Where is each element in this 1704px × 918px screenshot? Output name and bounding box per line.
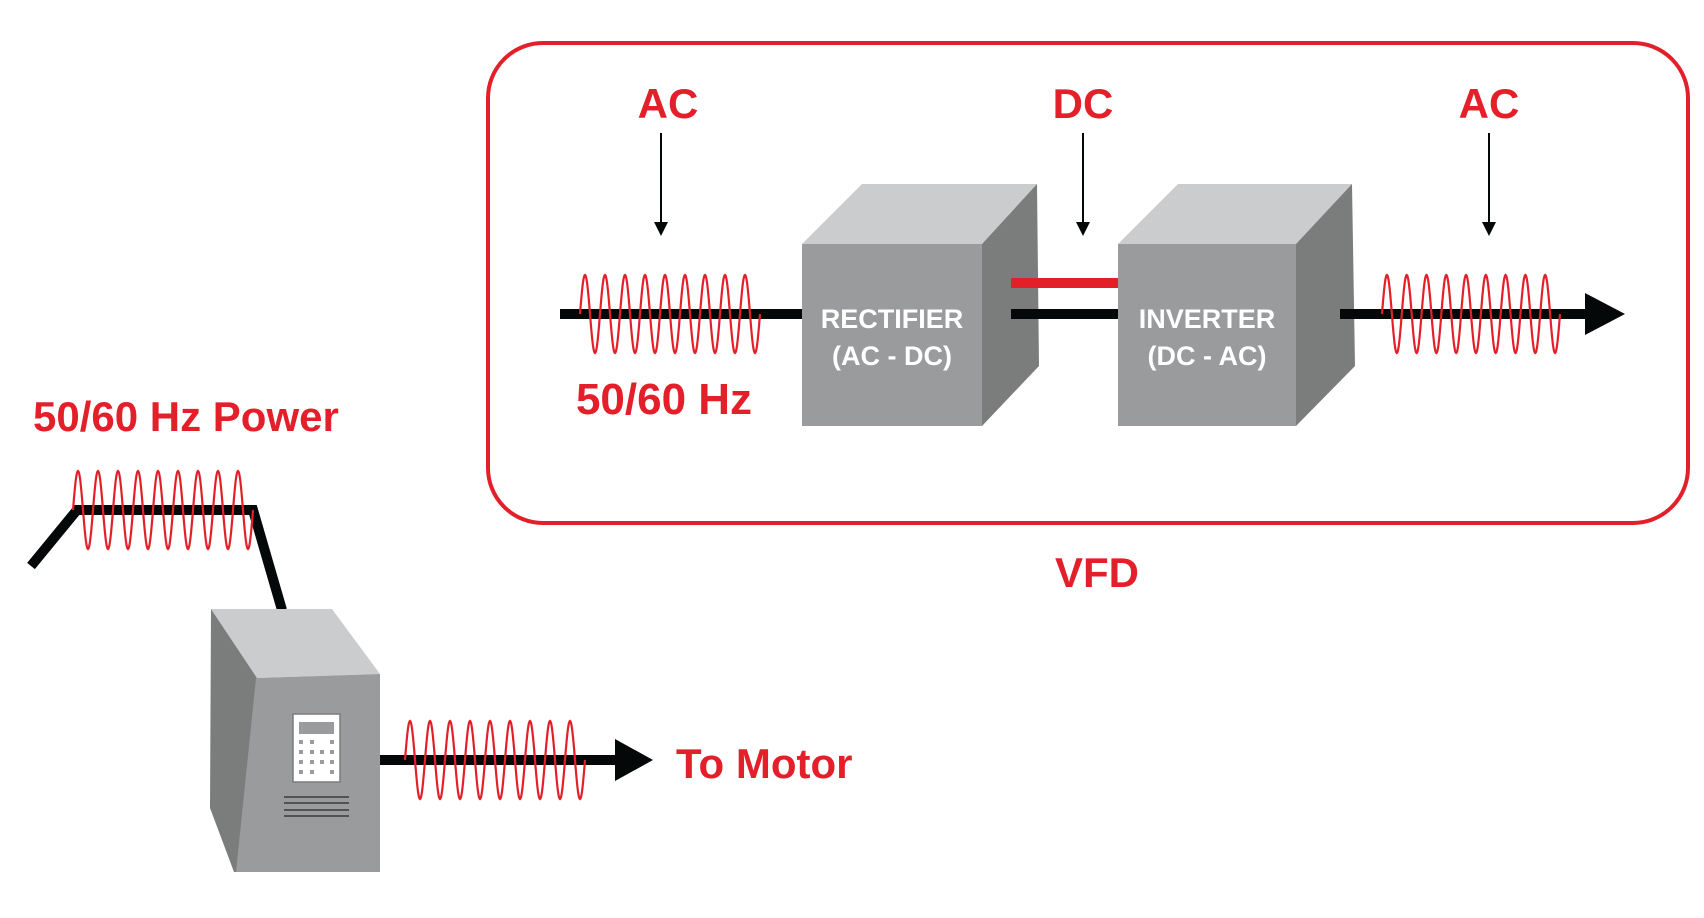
sine-wave-path <box>578 273 762 355</box>
motor-sine-wave-icon <box>403 719 587 801</box>
motor-arrowhead-icon <box>615 739 653 781</box>
vfd-panel-border <box>486 41 1690 525</box>
power-line <box>27 505 287 612</box>
to-motor-label: To Motor <box>676 740 853 787</box>
rectifier-subtitle: (AC - DC) <box>832 341 952 371</box>
stage-label-dc: DC <box>1053 80 1114 127</box>
vfd-title: VFD <box>1055 549 1139 596</box>
inverter-title: INVERTER <box>1139 304 1276 334</box>
output-arrowhead-icon <box>1585 293 1625 335</box>
vfd-cabinet-icon <box>210 609 380 872</box>
power-label: 50/60 Hz Power <box>33 393 339 440</box>
ac-input-sine-wave-icon <box>578 273 762 355</box>
input-frequency-label: 50/60 Hz <box>576 375 752 424</box>
rectifier-title: RECTIFIER <box>821 304 964 334</box>
rectifier-block: RECTIFIER (AC - DC) <box>802 184 1039 426</box>
down-arrow-icon <box>1076 133 1090 236</box>
inverter-subtitle: (DC - AC) <box>1148 341 1267 371</box>
sine-wave-path <box>71 469 255 551</box>
inverter-block: INVERTER (DC - AC) <box>1118 184 1355 426</box>
stage-label-ac-output: AC <box>1459 80 1520 127</box>
ac-output-sine-wave-icon <box>1380 273 1562 355</box>
power-sine-wave-icon <box>71 469 255 551</box>
down-arrow-icon <box>1482 133 1496 236</box>
stage-label-ac-input: AC <box>638 80 699 127</box>
sine-wave-path <box>1380 273 1562 355</box>
down-arrow-icon <box>654 133 668 236</box>
sine-wave-path <box>403 719 587 801</box>
